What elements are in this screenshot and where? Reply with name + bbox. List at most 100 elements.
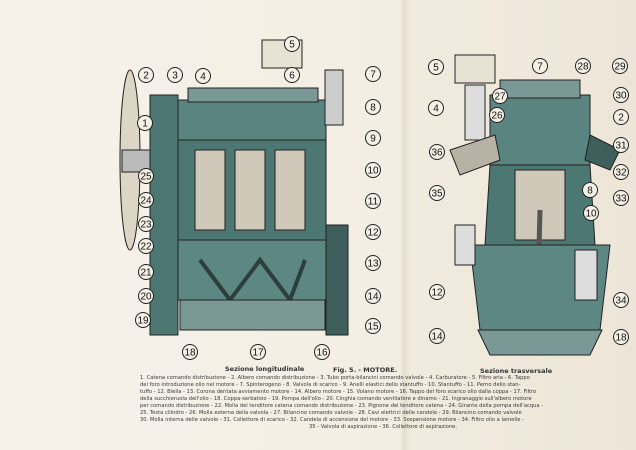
svg-text:4: 4 <box>200 72 206 83</box>
crankshaft <box>198 256 307 305</box>
svg-text:1: 1 <box>142 119 148 130</box>
valve-cover-r <box>499 79 581 99</box>
callout-left-15: 15 <box>365 318 381 334</box>
svg-text:2: 2 <box>618 113 624 124</box>
callout-left-16: 16 <box>314 344 330 360</box>
callout-left-17: 17 <box>250 344 266 360</box>
cylinder-1 <box>194 149 226 231</box>
legend-line: 30. Molla interna delle valvole - 31. Co… <box>140 417 524 423</box>
svg-text:24: 24 <box>140 196 152 207</box>
svg-text:18: 18 <box>184 348 196 359</box>
callout-left-24: 24 <box>138 192 154 208</box>
callout-right-2: 2 <box>613 109 629 125</box>
svg-text:8: 8 <box>370 103 376 114</box>
svg-text:31: 31 <box>615 141 627 152</box>
svg-text:11: 11 <box>368 197 379 208</box>
svg-text:21: 21 <box>140 268 152 279</box>
callout-left-3: 3 <box>167 67 183 83</box>
svg-text:5: 5 <box>289 40 295 51</box>
callout-left-5: 5 <box>284 36 300 52</box>
callout-right-29: 29 <box>612 58 628 74</box>
callout-left-19: 19 <box>135 312 151 328</box>
callout-left-8: 8 <box>365 99 381 115</box>
legend-line: del foro introduzione olio nel motore - … <box>140 382 521 388</box>
svg-text:36: 36 <box>431 148 443 159</box>
svg-text:15: 15 <box>367 322 379 333</box>
legend-line: 35 - Valvola di aspirazione - 36. Collet… <box>309 424 457 430</box>
callout-right-32: 32 <box>613 164 629 180</box>
callout-left-6: 6 <box>284 67 300 83</box>
callout-right-5: 5 <box>428 59 444 75</box>
callout-right-12: 12 <box>429 284 445 300</box>
svg-text:12: 12 <box>431 288 443 299</box>
callout-right-33: 33 <box>613 190 629 206</box>
svg-text:35: 35 <box>431 189 443 200</box>
intake-manifold <box>449 134 501 176</box>
svg-text:17: 17 <box>252 348 264 359</box>
callout-left-20: 20 <box>138 288 154 304</box>
callout-left-7: 7 <box>365 66 381 82</box>
sump-r <box>477 329 603 356</box>
svg-text:2: 2 <box>143 71 149 82</box>
valve-cover <box>187 87 319 103</box>
svg-text:10: 10 <box>367 166 379 177</box>
cylinder-head <box>177 99 327 141</box>
distributor <box>324 69 344 126</box>
svg-text:14: 14 <box>367 292 379 303</box>
oil-filter <box>574 249 598 301</box>
legend-line: 25. Testa cilindro - 26. Molla esterna d… <box>140 410 522 416</box>
callout-right-34: 34 <box>613 292 629 308</box>
callout-left-4: 4 <box>195 68 211 84</box>
callout-left-14: 14 <box>365 288 381 304</box>
svg-text:26: 26 <box>491 111 503 122</box>
svg-text:30: 30 <box>615 91 627 102</box>
svg-text:32: 32 <box>615 168 627 179</box>
head-r <box>489 94 591 166</box>
svg-text:4: 4 <box>433 104 439 115</box>
svg-text:22: 22 <box>140 242 152 253</box>
longitudinal-section <box>119 39 349 336</box>
svg-text:28: 28 <box>577 62 589 73</box>
svg-text:19: 19 <box>137 316 149 327</box>
callout-right-14: 14 <box>429 328 445 344</box>
svg-text:9: 9 <box>370 134 376 145</box>
legend-line: tuffo - 12. Biella - 13. Corona dentata … <box>140 389 537 395</box>
callout-right-31: 31 <box>613 137 629 153</box>
callout-left-13: 13 <box>365 255 381 271</box>
svg-text:20: 20 <box>140 292 152 303</box>
callout-left-10: 10 <box>365 162 381 178</box>
svg-text:34: 34 <box>615 296 627 307</box>
legend-caption: 1. Catena comando distribuzione - 2. Alb… <box>140 375 626 431</box>
mount <box>454 224 476 266</box>
legend-line: per comando distribuzione - 22. Molla de… <box>140 403 544 409</box>
callout-left-23: 23 <box>138 216 154 232</box>
oil-sump <box>179 299 326 331</box>
callout-right-35: 35 <box>429 185 445 201</box>
svg-text:14: 14 <box>431 332 443 343</box>
callout-right-36: 36 <box>429 144 445 160</box>
transverse-section <box>449 54 621 356</box>
air-filter-r <box>454 54 496 84</box>
callout-right-18: 18 <box>613 329 629 345</box>
exhaust-manifold <box>584 134 621 171</box>
svg-text:7: 7 <box>370 70 376 81</box>
callout-left-9: 9 <box>365 130 381 146</box>
callout-right-26: 26 <box>489 107 505 123</box>
svg-text:12: 12 <box>367 228 379 239</box>
callout-right-8: 8 <box>582 182 598 198</box>
svg-text:23: 23 <box>140 220 152 231</box>
callout-right-27: 27 <box>492 88 508 104</box>
callout-right-7: 7 <box>532 58 548 74</box>
cylinder-3 <box>274 149 306 231</box>
callout-right-10: 10 <box>583 205 599 221</box>
callout-left-22: 22 <box>138 238 154 254</box>
right-section-label: Sezione trasversale <box>480 367 553 375</box>
callout-left-2: 2 <box>138 67 154 83</box>
carburetor <box>464 84 486 141</box>
callout-right-28: 28 <box>575 58 591 74</box>
callout-left-1: 1 <box>137 115 153 131</box>
svg-text:29: 29 <box>614 62 626 73</box>
